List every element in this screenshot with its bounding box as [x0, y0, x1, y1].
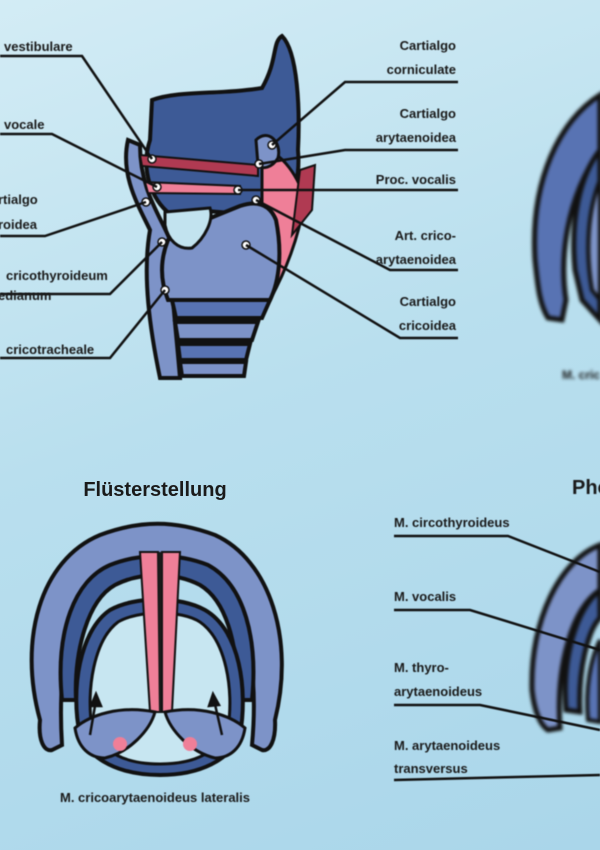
- thyroid-inner: [58, 554, 256, 702]
- left-leader-lines: [0, 54, 166, 360]
- label-thyroidea-left: roidea: [0, 217, 38, 232]
- phonation-leader-lines: [393, 534, 600, 782]
- label-m-arytaenoideus-1: M. arytaenoideus: [394, 738, 500, 753]
- label-cartialgo-corniculate-2: corniculate: [387, 62, 456, 77]
- label-art-crico-1: Art. crico-: [395, 228, 456, 243]
- muscle-dot-right: [183, 737, 197, 751]
- label-cartialgo-arytaenoidea-1: Cartialgo: [400, 106, 456, 121]
- flusterstellung-figure: [29, 521, 284, 778]
- arytenoid-back: [290, 163, 317, 239]
- label-m-thyro-1: M. thyro-: [394, 660, 449, 675]
- trachea-bottom: [177, 360, 249, 378]
- label-m-arytaenoideus-2: transversus: [394, 761, 468, 776]
- arytenoid-left: [73, 708, 157, 760]
- label-m-thyro-2: arytaenoideus: [394, 684, 482, 699]
- phonation-partial-figure: [529, 542, 600, 733]
- phonation-title-fragment: Pho: [572, 477, 600, 499]
- flusterstellung-caption: M. cricoarytaenoideus lateralis: [60, 790, 250, 805]
- label-cartialgo-cricoidea-1: Cartialgo: [400, 294, 456, 309]
- label-cricotracheale: cricotracheale: [6, 342, 94, 357]
- anterior-column: [124, 137, 183, 380]
- label-m-cric: M. cric: [562, 368, 600, 382]
- right-leader-lines: [238, 80, 458, 340]
- tracheal-ring-2: [172, 320, 261, 342]
- label-vestibulare: vestibulare: [4, 39, 73, 54]
- label-m-vocalis: M. vocalis: [394, 589, 456, 604]
- label-medianum: edianum: [0, 288, 51, 303]
- label-cartialgo-corniculate-1: Cartialgo: [400, 38, 456, 53]
- rotation-arrows: [88, 690, 224, 736]
- larynx-side-view: [0, 33, 458, 380]
- label-vocale: vocale: [4, 117, 44, 132]
- label-cricothyroideum: cricothyroideum: [6, 268, 108, 283]
- right-labels: Cartialgo corniculate Cartialgo arytaeno…: [376, 38, 457, 333]
- label-m-circothyroideus: M. circothyroideus: [394, 515, 510, 530]
- flusterstellung-title: Flüsterstellung: [83, 479, 226, 501]
- label-art-crico-2: arytaenoidea: [376, 252, 457, 267]
- left-labels: vestibulare vocale rtialgo roidea cricot…: [0, 39, 108, 357]
- top-right-partial-figure: M. cric: [531, 92, 600, 382]
- fold-gap: [158, 552, 162, 712]
- label-cartialgo-arytaenoidea-2: arytaenoidea: [376, 130, 457, 145]
- label-cartialgo-cricoidea-2: cricoidea: [399, 318, 457, 333]
- notch-opening: [163, 206, 213, 250]
- label-cartialgo-left: rtialgo: [0, 192, 38, 207]
- muscle-dot-left: [113, 737, 127, 751]
- tracheal-ring-1: [169, 298, 274, 320]
- tracheal-ring-3: [175, 342, 253, 362]
- phonation-labels: M. circothyroideus M. vocalis M. thyro- …: [393, 515, 600, 782]
- label-proc-vocalis: Proc. vocalis: [376, 172, 456, 187]
- vestibular-fold: [138, 153, 259, 178]
